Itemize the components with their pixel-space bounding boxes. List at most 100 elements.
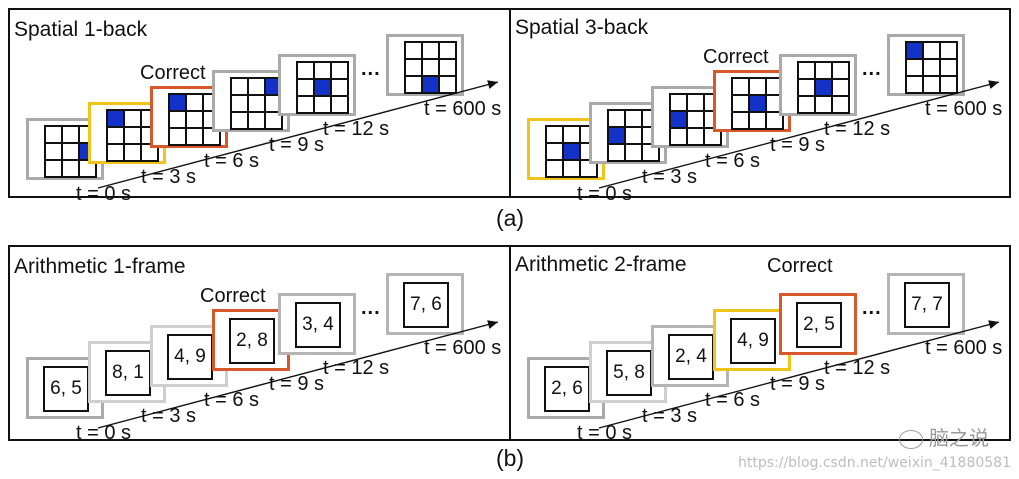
grid-cell [62, 160, 79, 177]
grid-cell [940, 76, 957, 93]
grid-cell [45, 160, 62, 177]
stimulus-grid [731, 77, 784, 130]
caption-a: (a) [495, 205, 525, 231]
grid-cell [248, 112, 265, 129]
grid-cell [687, 111, 704, 128]
panel-title-spatial-3-back: Spatial 3-back [515, 16, 649, 39]
number-frame: 7, 6 [386, 273, 464, 335]
stimulus-grid [106, 109, 159, 162]
grid-cell [815, 96, 832, 113]
number-pair: 6, 5 [43, 366, 89, 412]
caption-b: (b) [495, 445, 525, 471]
grid-cell [45, 143, 62, 160]
grid-cell [297, 96, 314, 113]
time-label: t = 12 s [824, 357, 891, 379]
grid-cell-lit [749, 95, 766, 112]
grid-cell [749, 78, 766, 95]
grid-cell [107, 127, 124, 144]
grid-cell-lit [107, 110, 124, 127]
grid-cell [749, 112, 766, 129]
number-pair: 7, 7 [904, 282, 950, 328]
grid-cell [642, 144, 659, 161]
time-label: t = 600 s [925, 98, 1003, 120]
grid-cell [62, 143, 79, 160]
wechat-icon [899, 430, 923, 449]
grid-cell [923, 42, 940, 59]
grid-cell [704, 128, 721, 145]
time-label: t = 0 s [577, 183, 633, 205]
time-label: t = 12 s [323, 357, 390, 379]
grid-cell [248, 78, 265, 95]
grid-cell [169, 111, 186, 128]
grid-cell [186, 94, 203, 111]
grid-cell [186, 128, 203, 145]
number-pair: 4, 9 [730, 318, 776, 364]
time-label: t = 3 s [141, 166, 197, 188]
number-pair: 2, 4 [668, 334, 714, 380]
grid-cell [248, 95, 265, 112]
ellipsis: ... [361, 297, 381, 319]
number-frame: 6, 5 [26, 357, 104, 419]
number-pair: 2, 6 [544, 366, 590, 412]
time-axis-arrowhead [487, 320, 498, 329]
number-frame: 7, 7 [887, 273, 965, 335]
grid-cell [906, 59, 923, 76]
grid-cell [732, 112, 749, 129]
grid-cell [124, 110, 141, 127]
grid-cell [832, 96, 849, 113]
grid-cell-lit [670, 111, 687, 128]
number-pair: 4, 9 [167, 334, 213, 380]
grid-frame [386, 34, 464, 96]
wechat-label: 脑之说 [929, 426, 989, 450]
time-label: t = 6 s [204, 389, 260, 411]
grid-cell-lit [815, 79, 832, 96]
panel-title-arithmetic-1-frame: Arithmetic 1-frame [14, 255, 186, 278]
grid-cell [45, 126, 62, 143]
grid-cell [231, 78, 248, 95]
grid-cell [687, 128, 704, 145]
grid-cell-lit [608, 127, 625, 144]
time-label: t = 3 s [642, 166, 698, 188]
time-axis-arrowhead [988, 320, 999, 329]
grid-cell-lit [906, 42, 923, 59]
number-pair: 2, 5 [796, 302, 842, 348]
time-label: t = 6 s [705, 389, 761, 411]
grid-cell [141, 144, 158, 161]
grid-cell [331, 79, 348, 96]
grid-cell [297, 79, 314, 96]
grid-cell [732, 78, 749, 95]
grid-cell [439, 42, 456, 59]
correct-label: Correct [703, 46, 769, 68]
grid-cell [169, 128, 186, 145]
number-pair: 5, 8 [606, 350, 652, 396]
grid-cell [124, 127, 141, 144]
grid-cell [923, 76, 940, 93]
grid-cell [687, 94, 704, 111]
grid-cell [107, 144, 124, 161]
time-axis-arrowhead [487, 80, 498, 89]
panel-divider-a [509, 8, 511, 198]
grid-cell [331, 96, 348, 113]
time-axis-line [598, 81, 1000, 189]
time-label: t = 600 s [424, 98, 502, 120]
stimulus-grid [296, 61, 349, 114]
grid-cell [546, 126, 563, 143]
grid-cell [625, 144, 642, 161]
grid-cell [580, 160, 597, 177]
grid-cell [563, 160, 580, 177]
time-label: t = 3 s [141, 405, 197, 427]
time-label: t = 3 s [642, 405, 698, 427]
grid-cell-lit [314, 79, 331, 96]
time-label: t = 0 s [76, 422, 132, 444]
grid-cell [265, 112, 282, 129]
stimulus-grid [797, 61, 850, 114]
wechat-badge: 脑之说 [899, 422, 989, 451]
time-axis-arrowhead [988, 80, 999, 89]
time-label: t = 0 s [577, 422, 633, 444]
grid-cell [906, 76, 923, 93]
time-label: t = 0 s [76, 183, 132, 205]
grid-cell [608, 110, 625, 127]
grid-cell [422, 59, 439, 76]
grid-cell [923, 59, 940, 76]
